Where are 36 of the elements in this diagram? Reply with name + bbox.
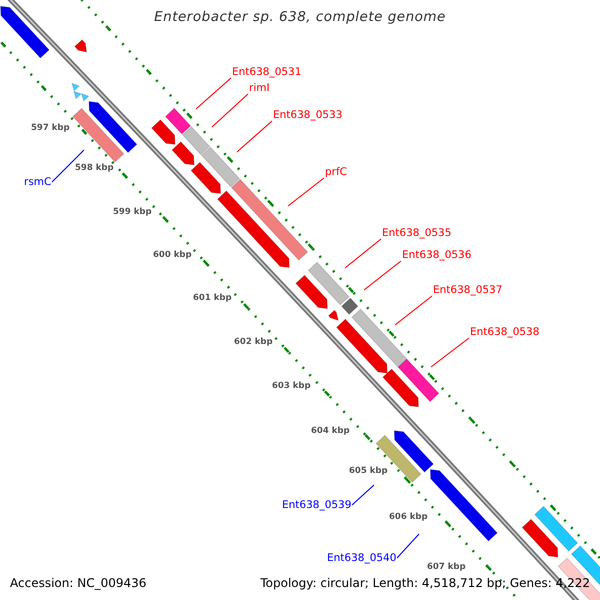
gene-label: Ent638_0540 bbox=[327, 552, 396, 564]
scale-label: 605 kbp bbox=[349, 466, 388, 476]
gene-label: rimI bbox=[249, 82, 270, 94]
scale-label: 600 kbp bbox=[153, 250, 192, 260]
scale-label: 597 kbp bbox=[31, 123, 70, 133]
leader-line bbox=[236, 120, 272, 152]
gene-label: Ent638_0539 bbox=[282, 499, 352, 511]
scale-label: 604 kbp bbox=[311, 426, 350, 436]
footer-text: Accession: NC_009436 bbox=[10, 576, 146, 590]
leader-line bbox=[344, 238, 382, 268]
gene-label: Ent638_0538 bbox=[470, 326, 540, 338]
leader-line bbox=[396, 534, 420, 558]
leader-line bbox=[196, 78, 232, 110]
leader-line bbox=[212, 94, 248, 128]
leader-line bbox=[430, 338, 470, 368]
scale-label: 603 kbp bbox=[272, 381, 311, 391]
gene-label: prfC bbox=[325, 166, 348, 178]
leader-line bbox=[52, 150, 84, 182]
gene-label: Ent638_0531 bbox=[232, 66, 302, 78]
title: Enterobacter sp. 638, complete genome bbox=[153, 9, 447, 25]
gene-label: Ent638_0536 bbox=[402, 249, 472, 261]
leader-line bbox=[288, 178, 324, 206]
gene-label: Ent638_0537 bbox=[433, 284, 502, 296]
gene-label: Ent638_0533 bbox=[273, 109, 342, 121]
gene-label: Ent638_0535 bbox=[382, 227, 452, 239]
gene-label: rsmC bbox=[24, 176, 52, 188]
leader-line bbox=[352, 484, 374, 506]
scale-label: 599 kbp bbox=[113, 207, 152, 217]
scale-label: 607 kbp bbox=[427, 562, 466, 572]
scale-label: 606 kbp bbox=[389, 512, 428, 522]
scale-label: 602 kbp bbox=[234, 337, 273, 347]
leader-line bbox=[394, 296, 432, 326]
leader-line bbox=[364, 260, 402, 290]
footer-text: Topology: circular; Length: 4,518,712 bp; Genes: 4,222 bbox=[260, 576, 590, 590]
scale-label: 598 kbp bbox=[75, 163, 114, 173]
scale-label: 601 kbp bbox=[193, 293, 232, 303]
